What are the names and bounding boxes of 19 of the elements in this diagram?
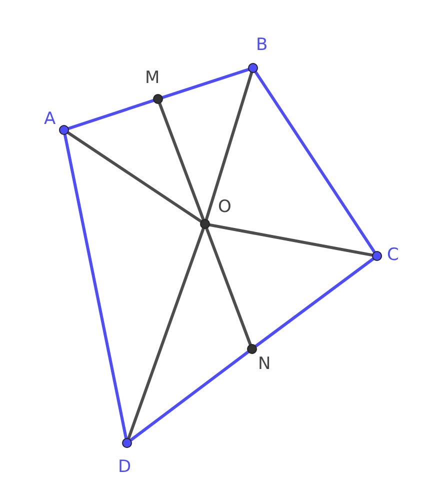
point-label: O: [218, 198, 232, 216]
point-label: D: [118, 458, 132, 476]
point-label: M: [145, 69, 160, 87]
line-segment: [127, 227, 205, 440]
point-label: C: [387, 246, 399, 264]
point-label: B: [256, 36, 268, 54]
line-segment: [254, 257, 374, 348]
line-segment: [130, 350, 250, 442]
line-segment: [204, 71, 254, 221]
line-segment: [254, 70, 376, 254]
point-label: N: [258, 355, 271, 373]
line-segment: [67, 99, 155, 130]
line-segment: [66, 131, 202, 223]
line-segment: [158, 102, 205, 221]
line-segment: [208, 223, 374, 257]
line-segment: [205, 227, 252, 346]
point-label: A: [44, 110, 56, 128]
line-segment: [161, 68, 250, 99]
line-segment: [63, 133, 128, 440]
